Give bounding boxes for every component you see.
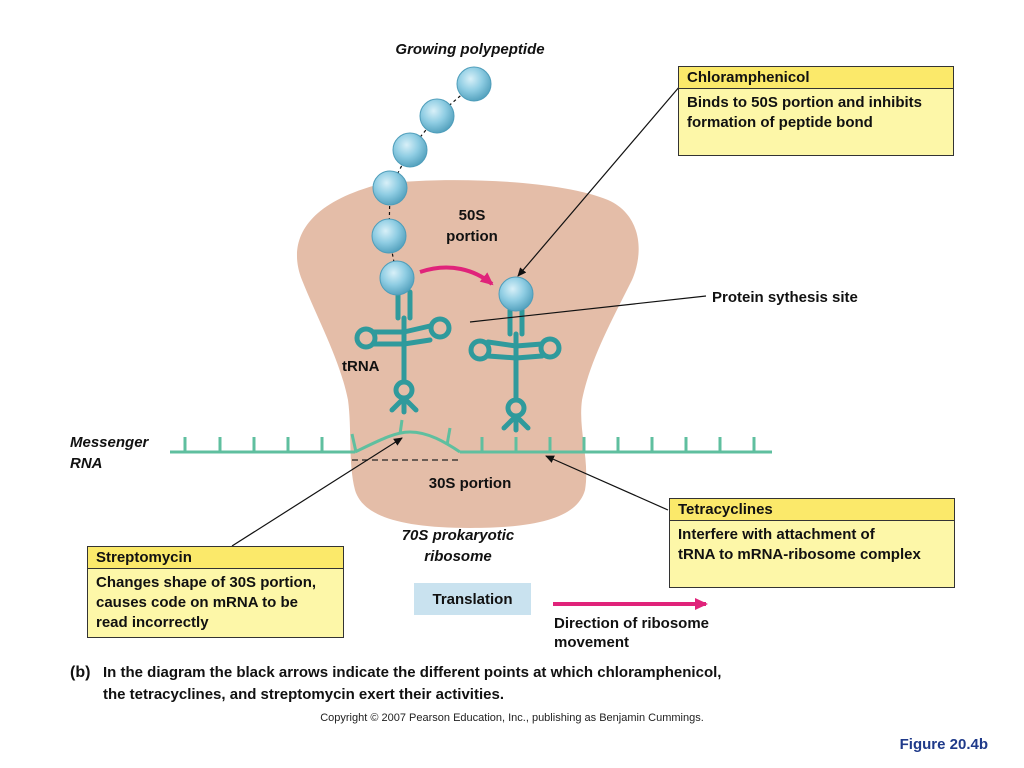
trna-label: tRNA [342, 358, 380, 375]
amino-acid-bead [456, 66, 492, 102]
amino-acid-bead [419, 98, 455, 134]
portion-30s-label: 30S portion [429, 475, 512, 492]
chloramphenicol-description: Binds to 50S portion and inhibits format… [687, 94, 922, 131]
portion-50s-label: 50S [459, 207, 486, 224]
streptomycin-box: Streptomycin Changes shape of 30S portio… [87, 546, 344, 638]
mrna-label: Messenger [70, 434, 150, 451]
amino-acid-bead-incoming [498, 276, 534, 312]
mrna-label: RNA [70, 455, 103, 472]
trna-right [468, 307, 562, 433]
amino-acid-bead [372, 170, 408, 206]
protein-site-pointer [469, 295, 707, 323]
caption-label: (b) [70, 664, 91, 681]
amino-acid-bead [371, 218, 407, 254]
copyright-notice: Copyright © 2007 Pearson Education, Inc.… [320, 712, 704, 724]
amino-acid-bead [392, 132, 428, 168]
tetracyclines-arrow [545, 455, 669, 511]
tetracyclines-title: Tetracyclines [670, 499, 954, 521]
chloramphenicol-title: Chloramphenicol [679, 67, 953, 89]
chloramphenicol-arrow [517, 85, 681, 277]
figure-caption: (b) In the diagram the black arrows indi… [70, 662, 830, 706]
amino-acid-beads [371, 66, 534, 312]
caption-text: In the diagram the black arrows indicate… [103, 664, 722, 703]
translation-label: Translation [414, 583, 531, 615]
tetracyclines-description: Interfere with attachment of tRNA to mRN… [678, 526, 921, 563]
direction-label: Direction of ribosome movement [554, 615, 710, 651]
chloramphenicol-box: Chloramphenicol Binds to 50S portion and… [678, 66, 954, 156]
tetracyclines-box: Tetracyclines Interfere with attachment … [669, 498, 955, 588]
peptide-transfer-arrow [419, 265, 494, 286]
trna-left [354, 289, 452, 415]
figure-number: Figure 20.4b [899, 736, 988, 753]
portion-50s-label: portion [446, 228, 498, 245]
ribosome-70s [296, 180, 639, 528]
streptomycin-arrow [231, 437, 403, 547]
ribosome-label: ribosome [424, 548, 492, 565]
amino-acid-bead [379, 260, 415, 296]
polypeptide-label: Growing polypeptide [395, 41, 544, 58]
mrna-strand [170, 419, 772, 454]
streptomycin-description: Changes shape of 30S portion, causes cod… [96, 574, 317, 631]
protein-site-label: Protein sythesis site [712, 289, 858, 306]
streptomycin-title: Streptomycin [88, 547, 343, 569]
ribosome-label: 70S prokaryotic [402, 527, 515, 544]
